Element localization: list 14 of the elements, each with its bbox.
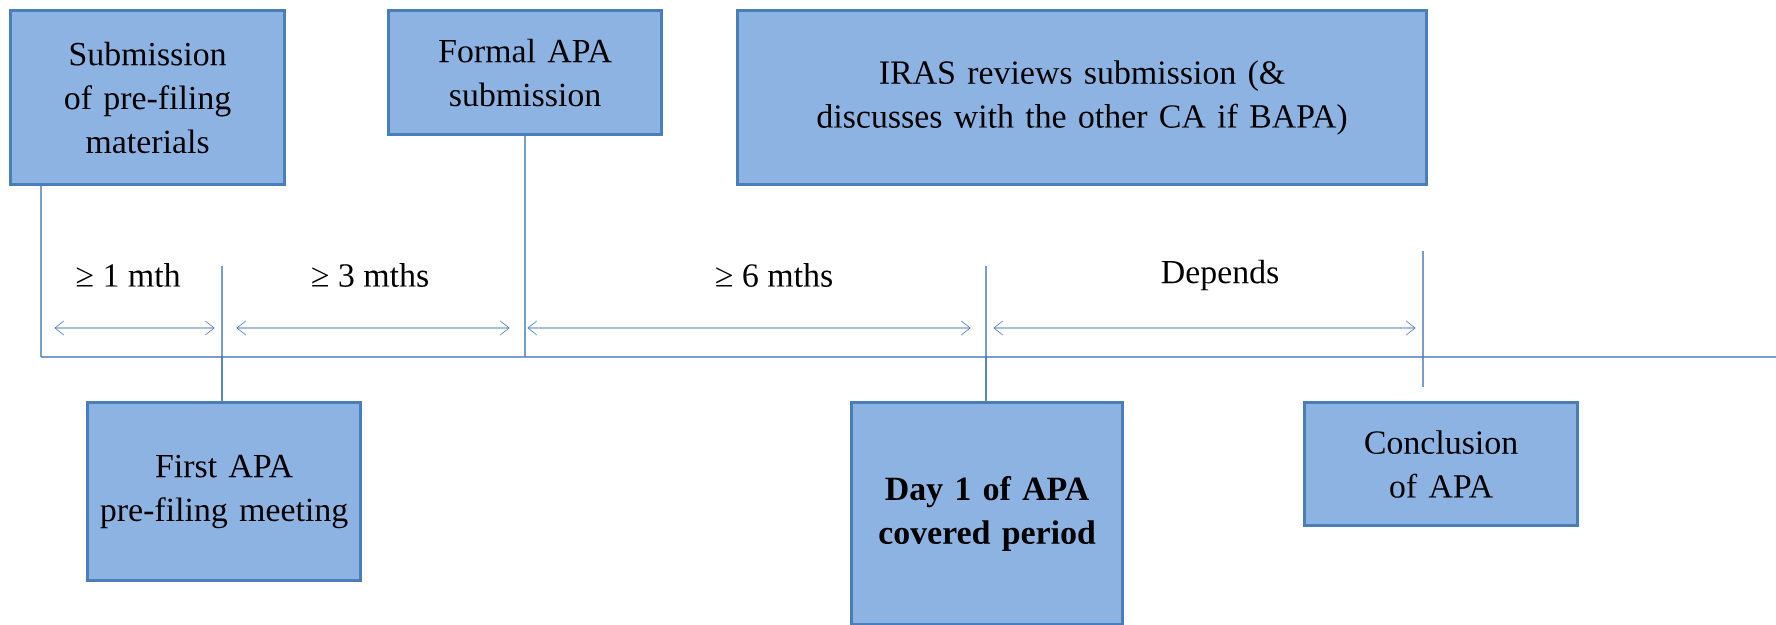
process-box: Day 1 of APA covered period (850, 401, 1124, 625)
process-box: Conclusion of APA (1303, 401, 1579, 527)
leader-line (985, 356, 987, 402)
process-box: IRAS reviews submission (& discusses with the other CA if BAPA) (736, 9, 1428, 186)
dimension-label: ≥ 3 mths (312, 263, 428, 287)
dimension-label: Depends (1161, 259, 1279, 291)
process-box: Submission of pre-filing materials (9, 9, 286, 186)
dimension-label: ≥ 1 mth (76, 263, 181, 287)
dimension-label: ≥ 6 mths (716, 263, 832, 287)
process-box: Formal APA submission (387, 9, 663, 136)
process-box: First APA pre-filing meeting (86, 401, 362, 582)
leader-line (524, 135, 526, 358)
leader-line (221, 356, 223, 402)
leader-line (40, 185, 42, 358)
